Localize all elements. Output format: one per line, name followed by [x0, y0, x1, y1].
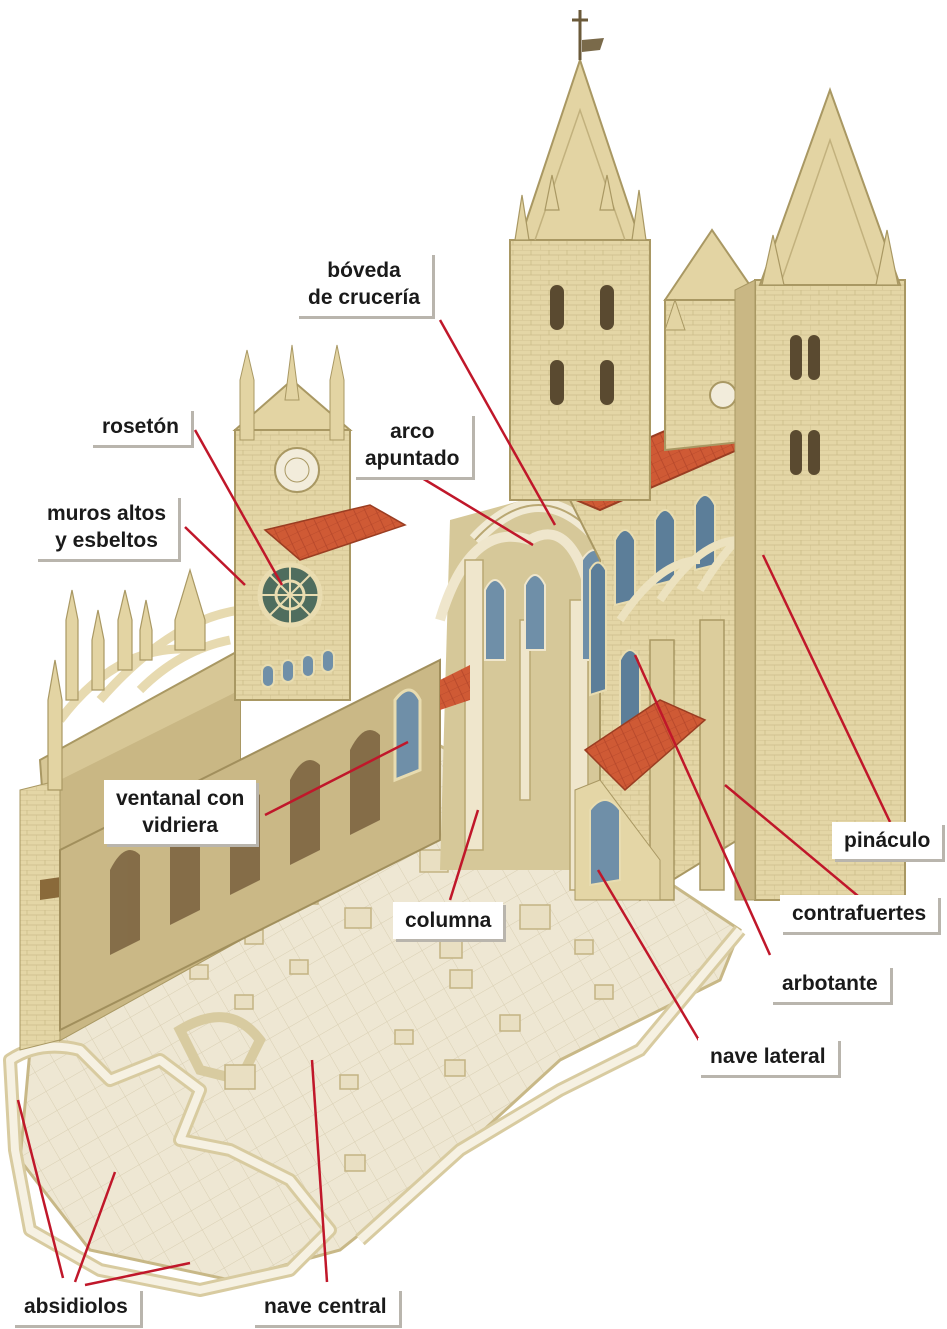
label-boveda-line1: bóveda: [308, 257, 420, 284]
label-nave-central: nave central: [252, 1288, 399, 1325]
label-arco-line2: apuntado: [365, 445, 460, 472]
label-muros: muros altos y esbeltos: [35, 495, 178, 559]
label-absidiolos-text: absidiolos: [24, 1293, 128, 1320]
label-contrafuertes: contrafuertes: [780, 895, 938, 932]
label-contrafuertes-text: contrafuertes: [792, 900, 926, 927]
label-arbotante: arbotante: [770, 965, 890, 1002]
label-arbotante-text: arbotante: [782, 970, 878, 997]
label-nave-lateral: nave lateral: [698, 1038, 838, 1075]
label-ventanal-line1: ventanal con: [116, 785, 244, 812]
label-muros-line2: y esbeltos: [47, 527, 166, 554]
label-arco-line1: arco: [365, 418, 460, 445]
label-nave-central-text: nave central: [264, 1293, 387, 1320]
label-arco: arco apuntado: [353, 413, 472, 477]
label-boveda: bóveda de crucería: [296, 252, 432, 316]
label-columna: columna: [393, 902, 503, 939]
transept-facade: [235, 345, 405, 700]
label-nave-lateral-text: nave lateral: [710, 1043, 826, 1070]
label-muros-line1: muros altos: [47, 500, 166, 527]
label-boveda-line2: de crucería: [308, 284, 420, 311]
label-roseton: rosetón: [90, 408, 191, 445]
label-pinaculo: pináculo: [832, 822, 942, 859]
label-columna-text: columna: [405, 907, 491, 934]
label-roseton-text: rosetón: [102, 413, 179, 440]
label-absidiolos: absidiolos: [12, 1288, 140, 1325]
center-tower: [510, 10, 650, 500]
label-ventanal-line2: vidriera: [116, 812, 244, 839]
label-ventanal: ventanal con vidriera: [104, 780, 256, 844]
label-pinaculo-text: pináculo: [844, 827, 930, 854]
